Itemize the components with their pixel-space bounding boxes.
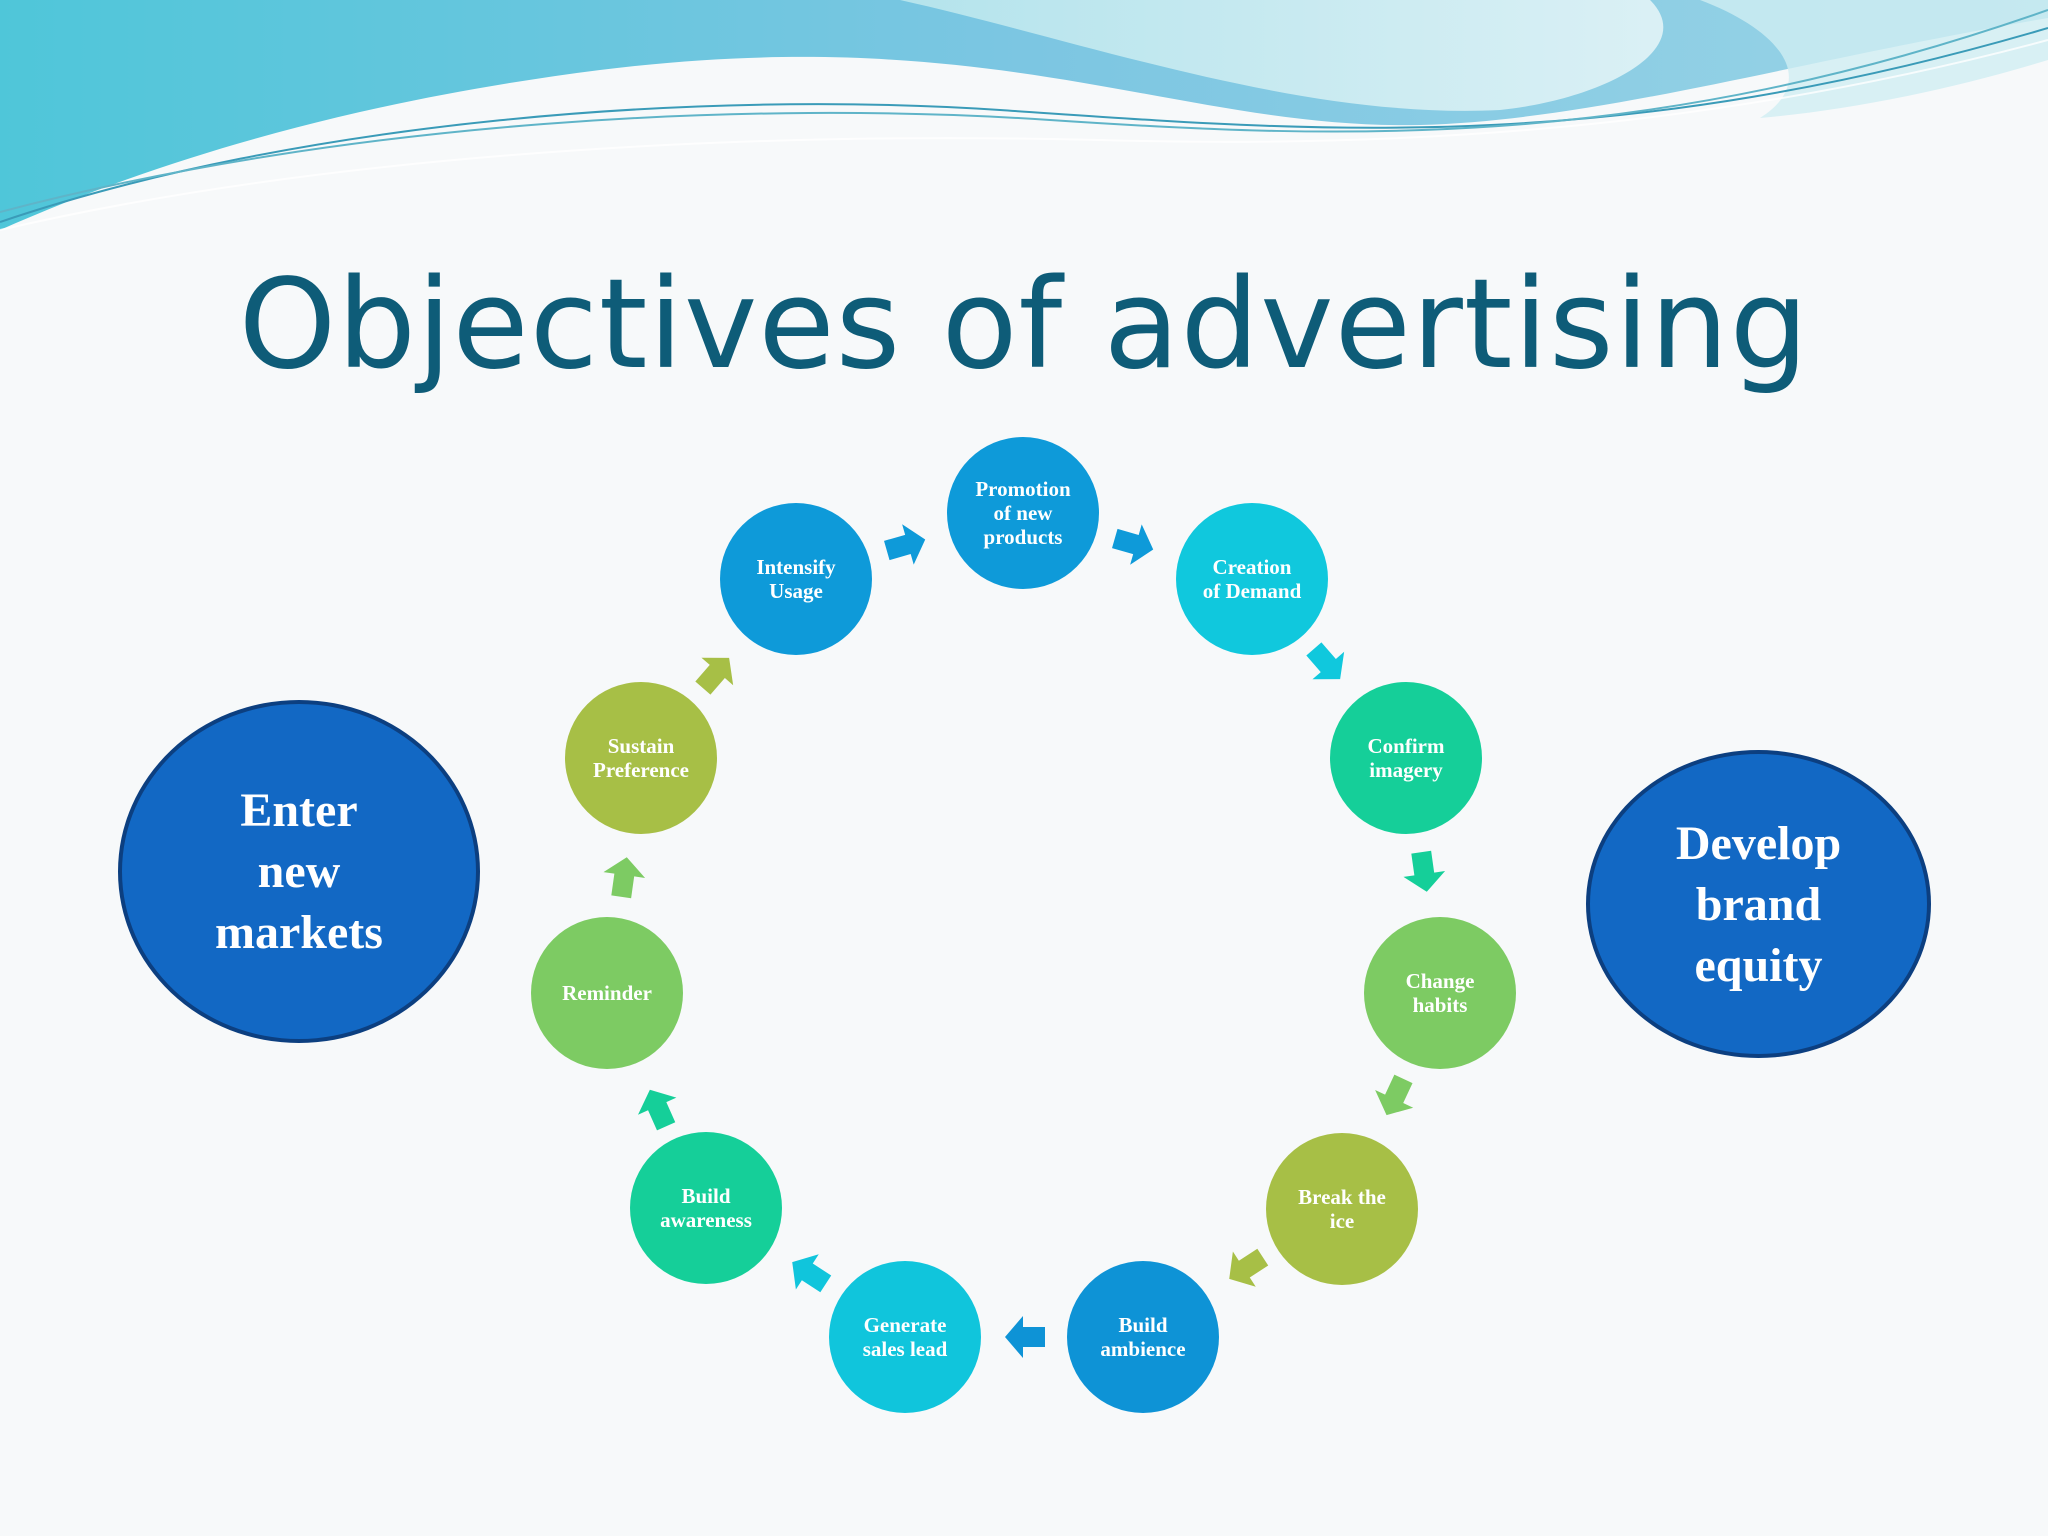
node-intensify-usage: Intensify Usage: [720, 503, 872, 655]
arrow-promotion-to-creation: [1112, 524, 1154, 565]
arrow-intensify-to-promotion: [884, 524, 926, 565]
node-generate-sales-lead: Generate sales lead: [829, 1261, 981, 1413]
arrow-reminder-to-sustain: [603, 857, 646, 899]
arrow-creation-to-confirm: [1306, 642, 1345, 680]
arrow-change-to-break: [1375, 1074, 1414, 1116]
arrow-sales-lead-to-awareness: [792, 1254, 832, 1293]
arrow-ambience-to-sales-lead: [1005, 1316, 1045, 1358]
enter-new-markets-circle: Enter new markets: [118, 700, 480, 1043]
develop-brand-equity-circle: Develop brand equity: [1586, 750, 1931, 1058]
node-build-ambience: Build ambience: [1067, 1261, 1219, 1413]
node-break-the-ice: Break the ice: [1266, 1133, 1418, 1285]
slide-title: Objectives of advertising: [238, 253, 1810, 397]
arrow-confirm-to-change: [1403, 850, 1446, 892]
header-wave-decoration: [0, 0, 2048, 231]
node-confirm-imagery: Confirm imagery: [1330, 682, 1482, 834]
arrow-awareness-to-reminder: [638, 1089, 677, 1131]
node-creation-of-demand: Creation of Demand: [1176, 503, 1328, 655]
node-sustain-preference: Sustain Preference: [565, 682, 717, 834]
node-build-awareness: Build awareness: [630, 1132, 782, 1284]
node-change-habits: Change habits: [1364, 917, 1516, 1069]
arrow-break-to-ambience: [1229, 1248, 1269, 1287]
node-promotion-of-new-products: Promotion of new products: [947, 437, 1099, 589]
node-reminder: Reminder: [531, 917, 683, 1069]
arrow-sustain-to-intensify: [695, 657, 734, 695]
